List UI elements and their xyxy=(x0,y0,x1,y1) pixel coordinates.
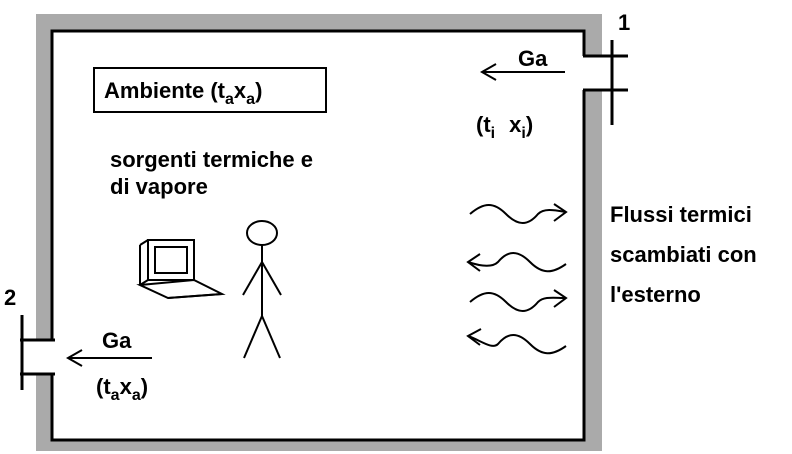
flux-label-line2: scambiati con xyxy=(610,242,757,267)
outlet-conditions: (taxa) xyxy=(96,374,148,404)
flux-label-line1: Flussi termici xyxy=(610,202,752,227)
heat-flux-arrow-icon xyxy=(466,328,567,355)
heat-flux-arrow-icon xyxy=(469,289,568,312)
outlet-flow-label: Ga xyxy=(102,328,132,353)
outlet-duct xyxy=(20,315,58,390)
person-icon xyxy=(242,220,282,359)
ambient-label-box xyxy=(93,67,327,113)
inlet-number: 1 xyxy=(618,10,630,35)
computer-icon xyxy=(136,239,226,300)
ambient-label: Ambiente (taxa) xyxy=(104,78,262,108)
inlet-flow-arrow xyxy=(479,63,565,81)
heat-flux-arrow-icon xyxy=(466,252,567,273)
inlet-duct xyxy=(578,40,628,125)
sources-label-line2: di vapore xyxy=(110,174,208,199)
outlet-flow-arrow xyxy=(65,349,152,367)
flux-label-line3: l'esterno xyxy=(610,282,701,307)
inlet-flow-label: Ga xyxy=(518,46,548,71)
heat-flux-arrow-icon xyxy=(469,203,568,224)
outlet-number: 2 xyxy=(4,285,16,310)
sources-label-line1: sorgenti termiche e xyxy=(110,147,313,172)
